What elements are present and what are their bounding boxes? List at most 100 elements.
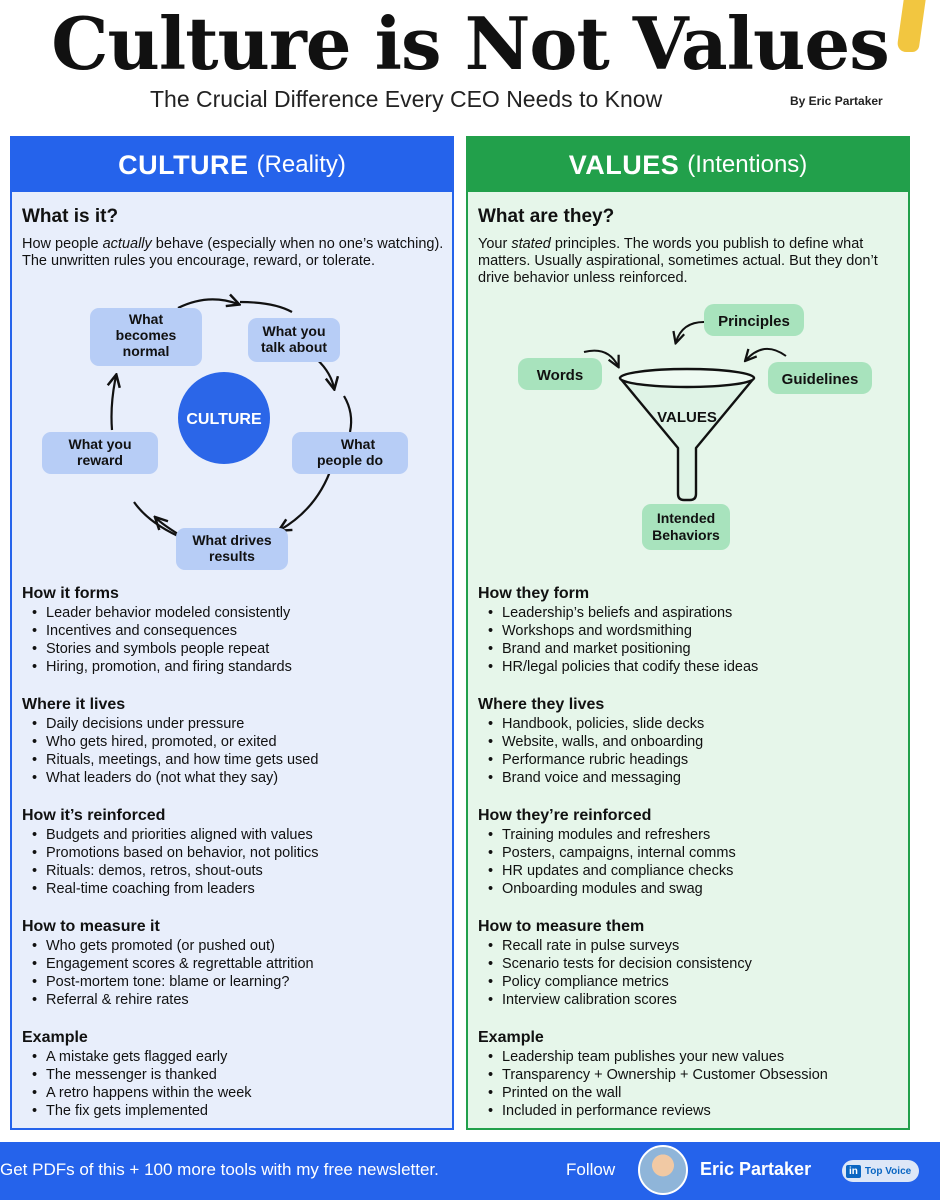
culture-section-measure: How to measure it Who gets promoted (or … [22,917,448,1009]
funnel-input-words-label: Words [537,367,583,384]
culture-section-reinforced: How it’s reinforced Budgets and prioriti… [22,806,448,898]
culture-section-example: Example A mistake gets flagged early The… [22,1028,448,1120]
section-title: How to measure it [22,918,160,935]
list-item: A retro happens within the week [22,1084,448,1102]
newsletter-cta-link[interactable]: Get PDFs of this + 100 more tools with m… [0,1160,439,1179]
cycle-arrow [156,518,179,535]
cycle-node-normal [90,308,202,366]
list-item: Referral & rehire rates [22,991,448,1009]
list-item: Training modules and refreshers [478,826,904,844]
cycle-node-do [292,432,408,474]
section-title: Where they lives [478,696,605,713]
list-item: HR updates and compliance checks [478,862,904,880]
culture-question: What is it? [22,206,119,227]
values-section-measure: How to measure them Recall rate in pulse… [478,917,904,1009]
funnel-output [642,504,730,550]
top-voice-label: Top Voice [864,1165,912,1177]
list-item: Rituals, meetings, and how time gets use… [22,751,448,769]
list-item: A mistake gets flagged early [22,1048,448,1066]
list-item: Engagement scores & regrettable attritio… [22,955,448,973]
values-funnel-diagram: Principles Words Guidelines VALUES Inten… [518,304,872,550]
list-item: Promotions based on behavior, not politi… [22,844,448,862]
cycle-arrow [239,300,293,313]
values-section-example: Example Leadership team publishes your n… [478,1028,904,1120]
list-item: Handbook, policies, slide decks [478,715,904,733]
funnel-input-guidelines-label: Guidelines [782,371,859,388]
section-title: How they form [478,585,590,602]
list-item: The fix gets implemented [22,1102,448,1120]
list-item: Leader behavior modeled consistently [22,604,448,622]
list-item: Policy compliance metrics [478,973,904,991]
list-item: Who gets hired, promoted, or exited [22,733,448,751]
culture-intro: What is it? How people actually behave (… [22,206,446,270]
section-title: Where it lives [22,696,126,713]
section-title: How they’re reinforced [478,807,652,824]
list-item: Budgets and priorities aligned with valu… [22,826,448,844]
author-name-link[interactable]: Eric Partaker [700,1159,812,1179]
list-item: Hiring, promotion, and firing standards [22,658,448,676]
list-item: Leadership’s beliefs and aspirations [478,604,904,622]
cycle-node-results [176,528,288,570]
cycle-arrow [112,376,117,431]
list-item: Website, walls, and onboarding [478,733,904,751]
cycle-arrow [133,501,179,537]
list-item: Real-time coaching from leaders [22,880,448,898]
list-item: Transparency + Ownership + Customer Obse… [478,1066,904,1084]
culture-center-label: CULTURE [186,411,262,428]
list-item: Onboarding modules and swag [478,880,904,898]
funnel-shape [618,367,756,502]
list-item: Daily decisions under pressure [22,715,448,733]
list-item: Scenario tests for decision consistency [478,955,904,973]
page-subtitle: The Crucial Difference Every CEO Needs t… [150,86,663,112]
cycle-node-talk [248,318,340,362]
section-title: How it’s reinforced [22,807,166,824]
list-item: Incentives and consequences [22,622,448,640]
culture-center-circle [178,372,270,464]
culture-section-lives: Where it lives Daily decisions under pre… [22,695,448,787]
values-panel: VALUES (Intentions) What are they? Your … [466,136,910,1130]
list-item: Posters, campaigns, internal comms [478,844,904,862]
cycle-arrow [280,465,334,530]
funnel-input-principles-label: Principles [718,313,790,330]
values-section-forms: How they form Leadership’s beliefs and a… [478,584,904,676]
funnel-arrows [583,321,787,366]
list-item: Recall rate in pulse surveys [478,937,904,955]
culture-heading-sub: (Reality) [256,151,346,178]
list-item: The messenger is thanked [22,1066,448,1084]
cycle-node-reward [42,432,158,474]
linkedin-icon: in [846,1164,861,1178]
list-item: Stories and symbols people repeat [22,640,448,658]
list-item: Who gets promoted (or pushed out) [22,937,448,955]
footer-banner: Get PDFs of this + 100 more tools with m… [0,1142,940,1200]
funnel-input-principles [704,304,804,336]
list-item: Brand and market positioning [478,640,904,658]
list-item: What leaders do (not what they say) [22,769,448,787]
avatar[interactable] [638,1145,688,1195]
list-item: Rituals: demos, retros, shout-outs [22,862,448,880]
list-item: Printed on the wall [478,1084,904,1102]
culture-section-forms: How it forms Leader behavior modeled con… [22,584,448,676]
values-question: What are they? [478,206,615,227]
culture-heading: CULTURE [118,149,249,180]
list-item: HR/legal policies that codify these idea… [478,658,904,676]
values-section-lives: Where they lives Handbook, policies, sli… [478,695,904,787]
cycle-arrow [343,395,353,433]
values-description: Your stated principles. The words you pu… [478,236,878,286]
list-item: Performance rubric headings [478,751,904,769]
values-heading: VALUES [568,149,680,180]
values-intro: What are they? Your stated principles. T… [478,206,902,287]
list-item: Post-mortem tone: blame or learning? [22,973,448,991]
follow-label: Follow [566,1160,616,1179]
list-item: Included in performance reviews [478,1102,904,1120]
funnel-input-words [518,358,602,390]
values-section-reinforced: How they’re reinforced Training modules … [478,806,904,898]
culture-panel: CULTURE (Reality) What is it? How people… [10,136,454,1130]
funnel-input-guidelines [768,362,872,394]
